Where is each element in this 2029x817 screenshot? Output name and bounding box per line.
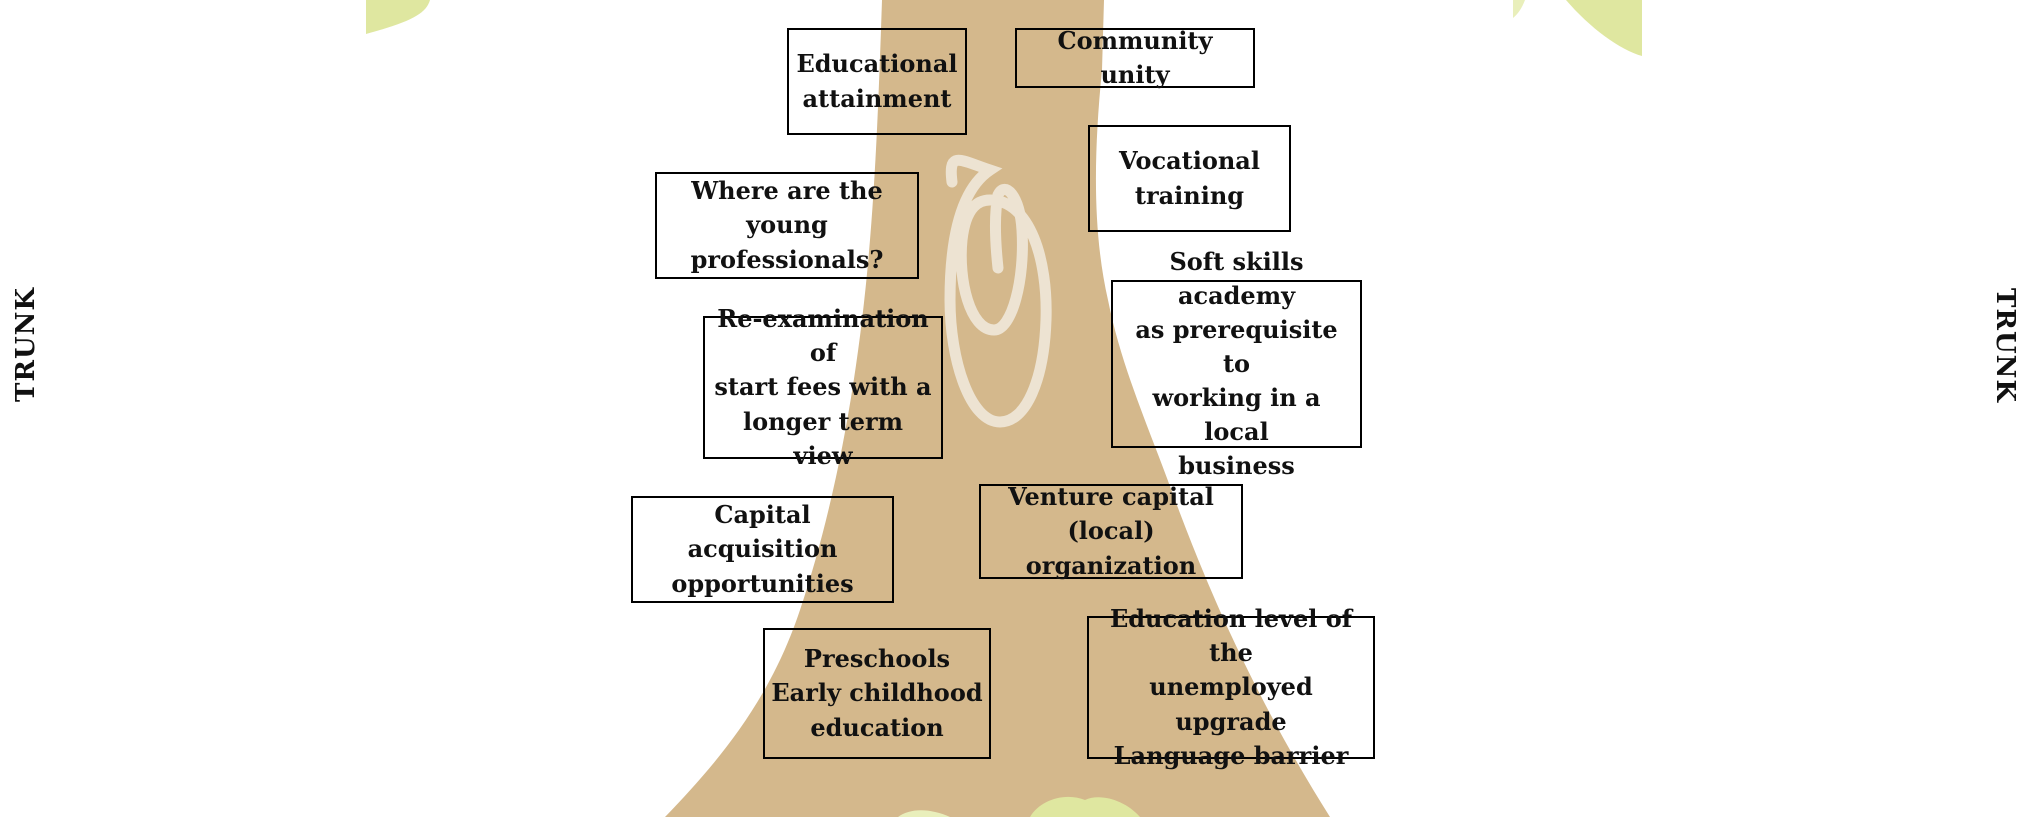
box-capital-acquisition: Capital acquisition opportunities (631, 496, 894, 603)
box-community-unity: Community unity (1015, 26, 1255, 89)
leaf-top-right-b (1566, 0, 1642, 56)
box-education-level: Education level of the unemployed upgrad… (1087, 604, 1375, 770)
tree-trunk (665, 0, 1330, 817)
box-soft-skills: Soft skills academy as prerequisite to w… (1111, 247, 1362, 480)
trunk-label-left: TRUNK (11, 287, 41, 403)
leaf-top-right-a (1513, 0, 1525, 18)
leaf-bottom-a (898, 810, 950, 817)
box-preschools: Preschools Early childhood education (763, 628, 991, 759)
box-young-professionals: Where are the young professionals? (655, 172, 919, 279)
box-educational-attainment: Educational attainment (787, 28, 967, 135)
trunk-label-right: TRUNK (1990, 287, 2020, 403)
trunk-spiral (944, 154, 1052, 428)
box-start-fees: Re-examination of start fees with a long… (703, 304, 943, 470)
leaf-top-left (366, 0, 430, 34)
box-vocational-training: Vocational training (1088, 125, 1291, 232)
leaf-bottom-b (1030, 796, 1140, 817)
box-venture-capital: Venture capital (local) organization (979, 482, 1243, 580)
